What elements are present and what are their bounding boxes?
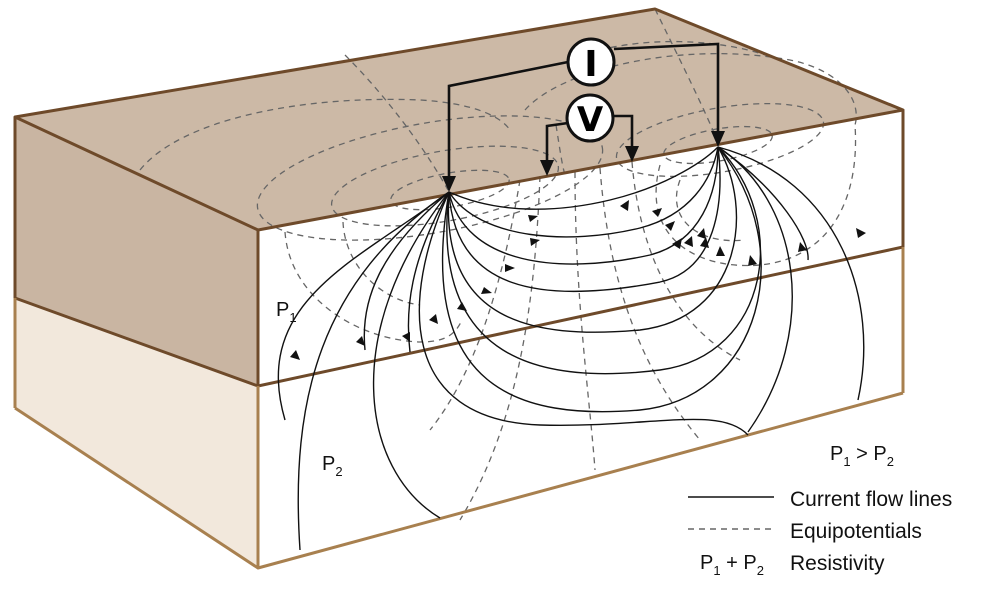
legend-equipotentials-label: Equipotentials bbox=[790, 520, 922, 543]
legend-resistivity-symbol: P1 + P2 bbox=[700, 552, 764, 578]
electrode-arrowheads bbox=[442, 131, 725, 192]
legend-current-flow-label: Current flow lines bbox=[790, 488, 952, 511]
current-flow-arrows bbox=[290, 200, 866, 360]
ammeter: I bbox=[566, 37, 616, 87]
current-circuit-wire bbox=[447, 60, 569, 180]
upper-layer-label: P1 bbox=[276, 299, 297, 325]
electrode-a-arrowhead bbox=[442, 176, 456, 192]
potential-m-arrowhead bbox=[540, 160, 554, 176]
ammeter-label: I bbox=[584, 44, 597, 85]
electrode-b-arrowhead bbox=[711, 131, 725, 147]
top-face bbox=[15, 9, 903, 230]
lower-layer-label: P2 bbox=[322, 453, 343, 479]
legend: Current flow lines Equipotentials P1 + P… bbox=[688, 488, 952, 578]
electrode-wires bbox=[447, 42, 720, 180]
potential-n-arrowhead bbox=[625, 146, 639, 162]
block-edges bbox=[13, 7, 905, 570]
voltmeter: V bbox=[565, 93, 615, 143]
voltmeter-label: V bbox=[577, 100, 604, 140]
legend-resistivity-label: Resistivity bbox=[790, 552, 885, 575]
voltage-circuit-wire bbox=[545, 121, 569, 162]
resistivity-relation: P1 > P2 bbox=[830, 443, 894, 469]
